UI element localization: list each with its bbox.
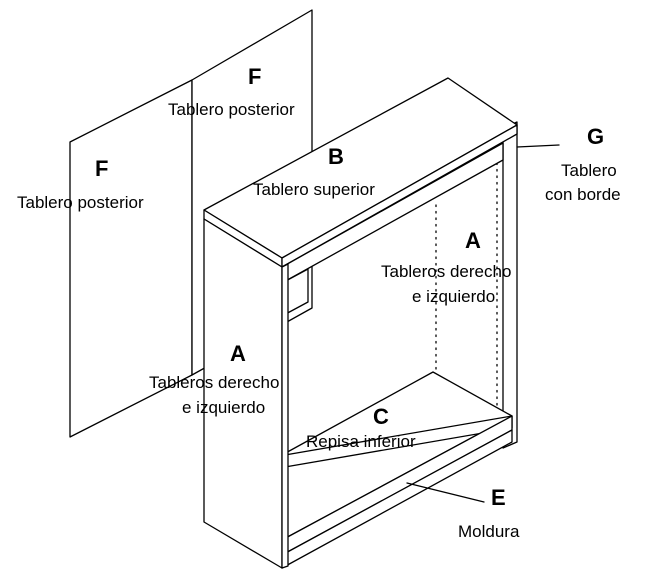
label-a-left-letter: A bbox=[230, 341, 246, 366]
label-g-name-line2: con borde bbox=[545, 185, 621, 204]
label-b-name: Tablero superior bbox=[253, 180, 375, 199]
label-f-right-letter: F bbox=[248, 64, 262, 89]
label-c-name: Repisa inferior bbox=[306, 432, 416, 451]
label-e-letter: E bbox=[491, 485, 506, 510]
label-b-letter: B bbox=[328, 144, 344, 169]
label-e-name: Moldura bbox=[458, 522, 520, 541]
label-f-left-letter: F bbox=[95, 156, 109, 181]
label-f-left-name: Tablero posterior bbox=[17, 193, 144, 212]
label-a-right-letter: A bbox=[465, 228, 481, 253]
label-a-left-name-line1: Tableros derecho bbox=[149, 373, 280, 392]
label-c-letter: C bbox=[373, 404, 389, 429]
molding bbox=[281, 415, 513, 569]
label-a-right-name-line2: e izquierdo bbox=[412, 287, 496, 306]
label-f-right-name: Tablero posterior bbox=[168, 100, 295, 119]
leader-line-g bbox=[516, 144, 560, 148]
left-side-panel bbox=[203, 218, 289, 569]
label-a-right-name-line1: Tableros derecho bbox=[381, 262, 512, 281]
label-g-name-line1: Tablero bbox=[561, 161, 617, 180]
top-panel bbox=[203, 77, 518, 268]
label-a-left-name-line2: e izquierdo bbox=[182, 398, 266, 417]
leader-line-e bbox=[406, 482, 485, 503]
label-g-letter: G bbox=[587, 124, 605, 149]
